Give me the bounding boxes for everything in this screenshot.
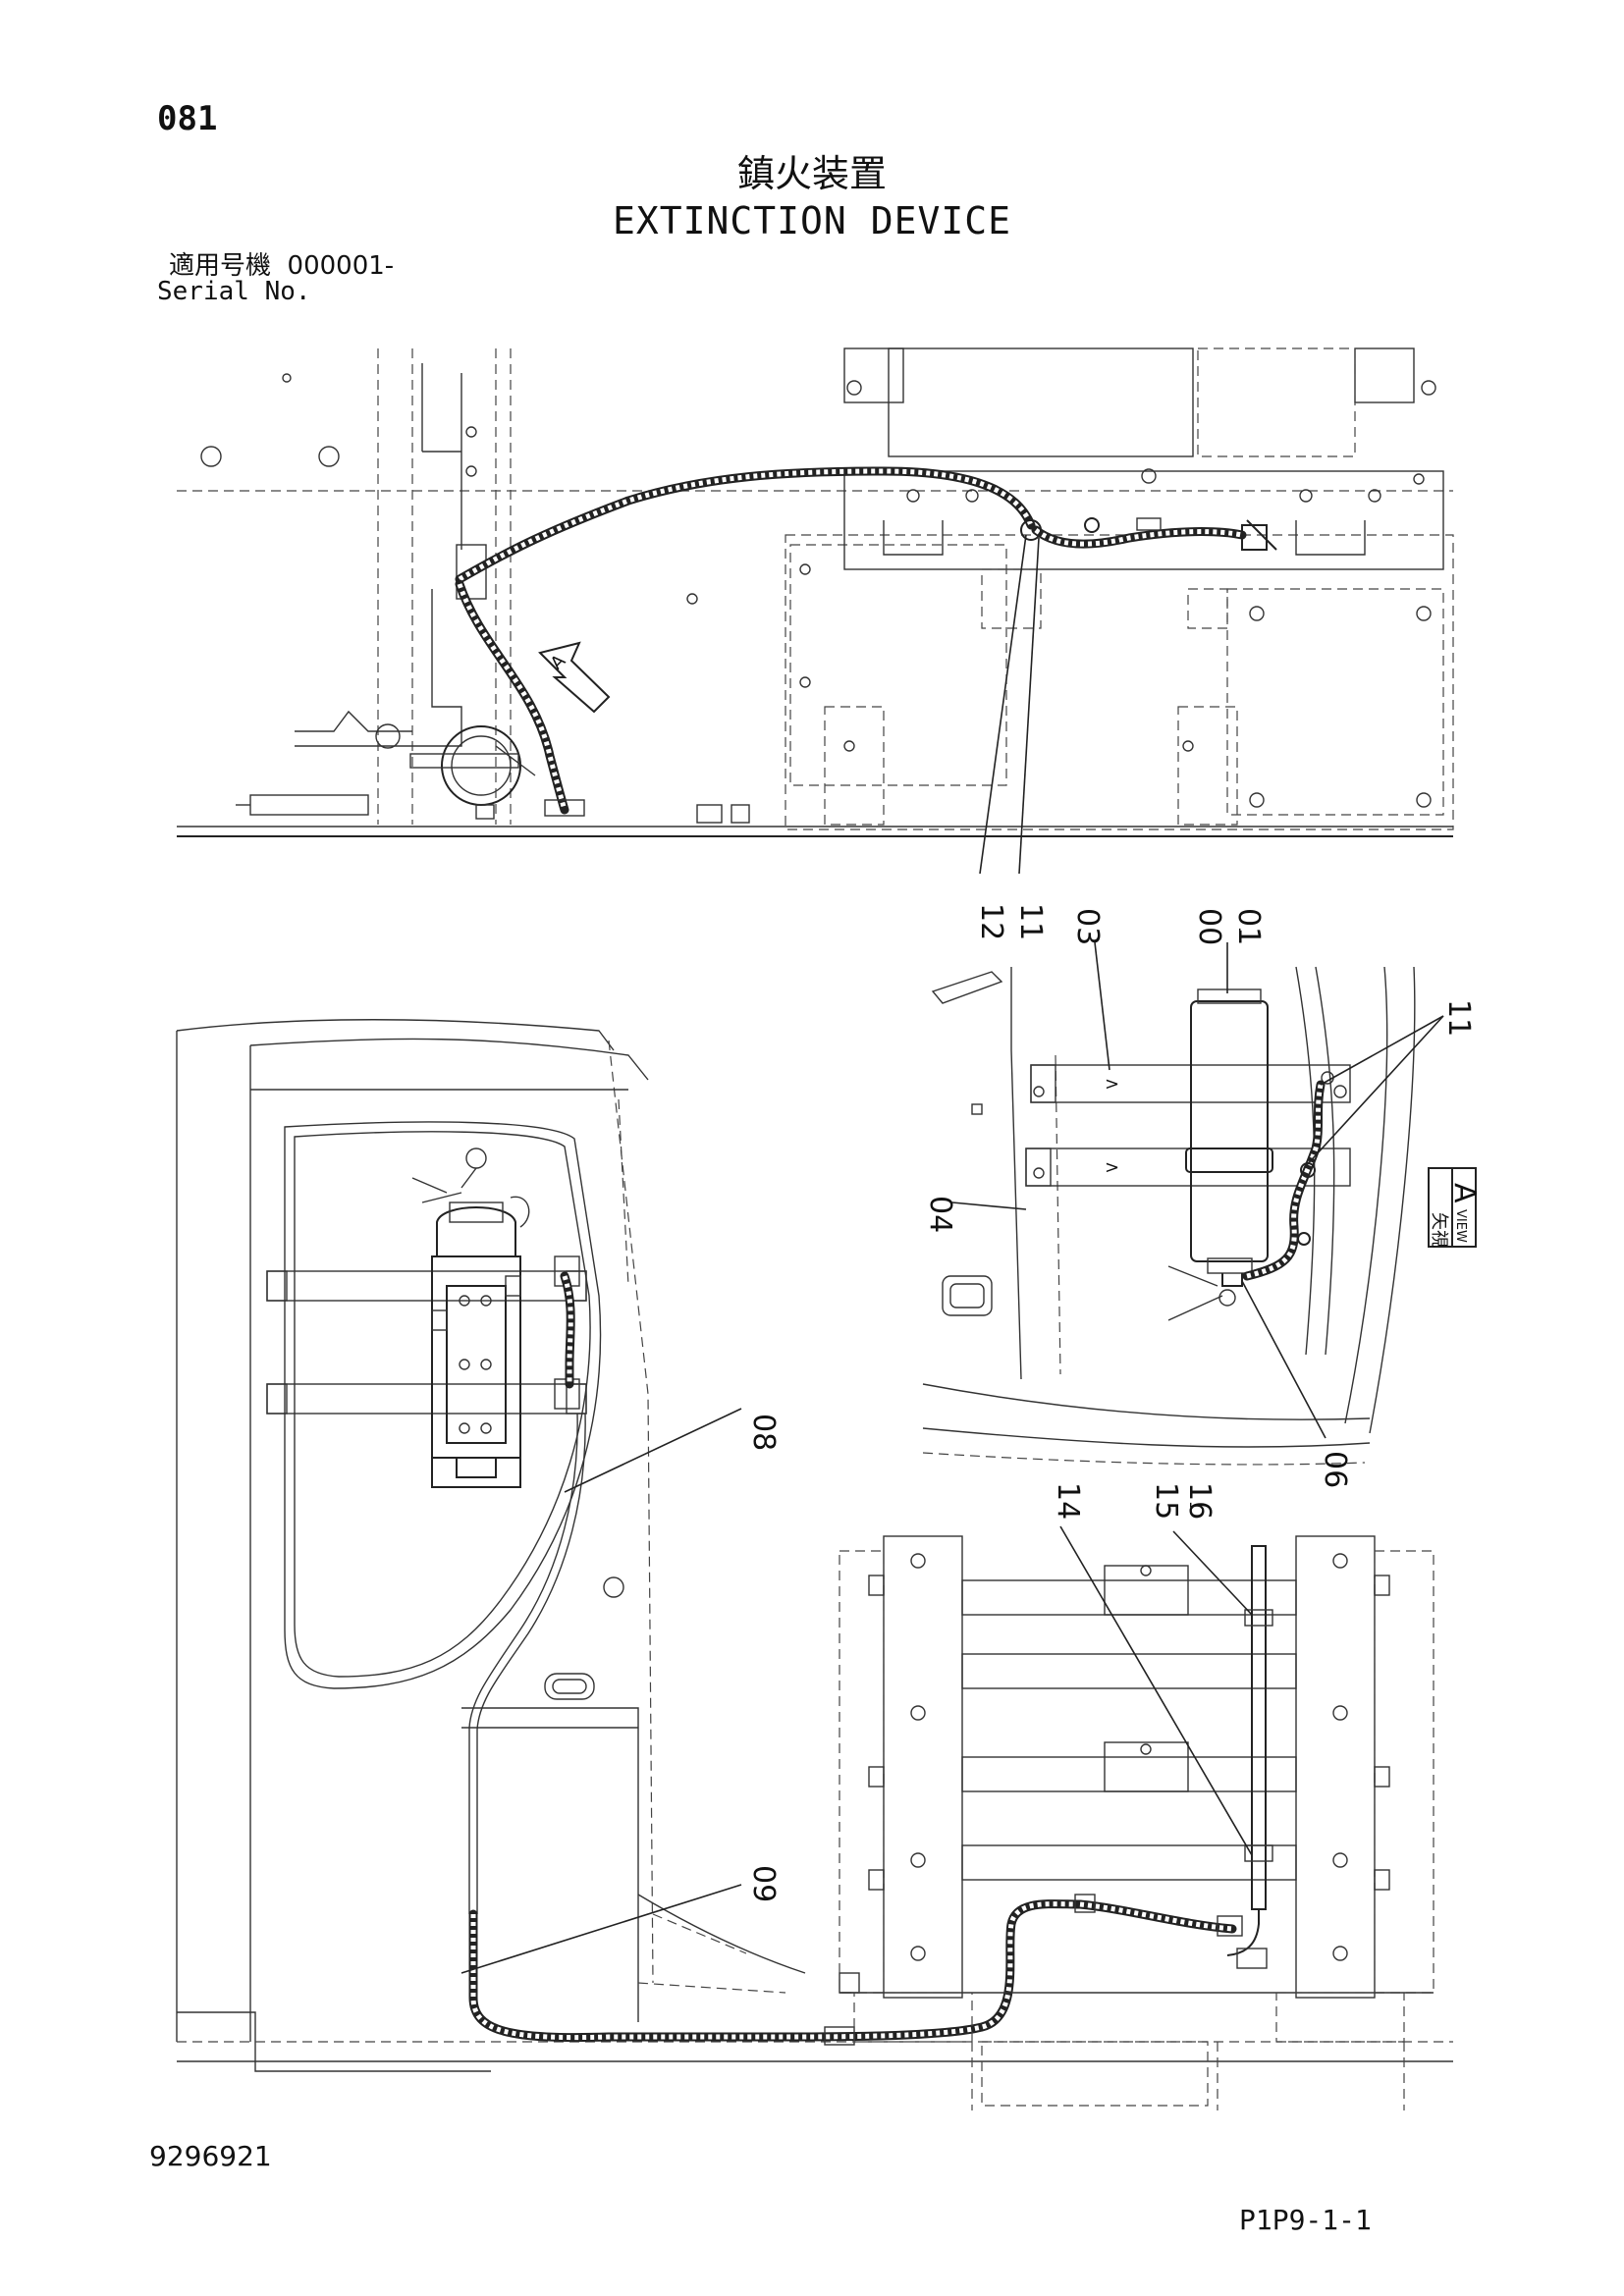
callout-09: 09 [746, 1865, 781, 1902]
top-view-hose [455, 466, 1277, 817]
lower-right-frame [839, 1535, 1435, 2110]
title-english: EXTINCTION DEVICE [613, 199, 1011, 242]
page-number: 081 [157, 99, 218, 138]
view-arrow-a: A [538, 641, 611, 714]
callout-08: 08 [746, 1414, 781, 1451]
top-view-frame [177, 347, 1454, 837]
callout-04: 04 [923, 1196, 957, 1233]
callout-15: 15 [1149, 1482, 1183, 1520]
view-label-jp: 矢視 [1429, 1212, 1449, 1248]
title-japanese: 鎮火装置 [736, 152, 887, 195]
svg-text:-: - [1181, 1502, 1202, 1509]
top-view-extinguisher [409, 725, 536, 820]
callouts-view-a: 03 00 - 01 11 04 06 [923, 908, 1476, 1488]
view-label-en: VIEW [1453, 1209, 1468, 1243]
svg-text:>: > [1105, 1074, 1119, 1095]
arrow-letter: A [547, 650, 570, 673]
callout-16: 16 [1182, 1482, 1217, 1520]
callout-11-top: 11 [1013, 903, 1048, 940]
page-code: P1P9-1-1 [1239, 2204, 1372, 2236]
callout-01: 01 [1231, 908, 1266, 945]
callout-11-right: 11 [1441, 999, 1476, 1037]
serial-label-jp: 適用号機 [169, 251, 272, 281]
callout-03: 03 [1070, 908, 1105, 945]
callout-00: 00 [1192, 908, 1226, 945]
view-a-detail: > > [922, 966, 1416, 1466]
view-label-letter: A [1447, 1183, 1482, 1203]
callouts-lower: 08 14 15 - 16 09 [460, 1408, 1253, 1974]
side-view-cab [176, 1019, 1453, 2072]
callouts-top: 12 11 [974, 534, 1048, 940]
svg-text:-: - [1230, 928, 1251, 934]
callout-06: 06 [1318, 1451, 1352, 1488]
view-a-label: A 矢視 VIEW [1428, 1167, 1482, 1248]
drawing-number: 9296921 [149, 2140, 272, 2172]
lower-right-pipe [1074, 1545, 1273, 1969]
side-view-hose [468, 1413, 1085, 2046]
callout-14: 14 [1051, 1482, 1085, 1520]
side-view-extinguisher [266, 1148, 587, 1488]
callout-12: 12 [974, 903, 1008, 940]
svg-text:>: > [1105, 1157, 1119, 1178]
serial-value: 000001- [287, 251, 395, 281]
serial-line-japanese: 適用号機 000001- [169, 253, 394, 279]
serial-label-english: Serial No. [157, 277, 311, 306]
